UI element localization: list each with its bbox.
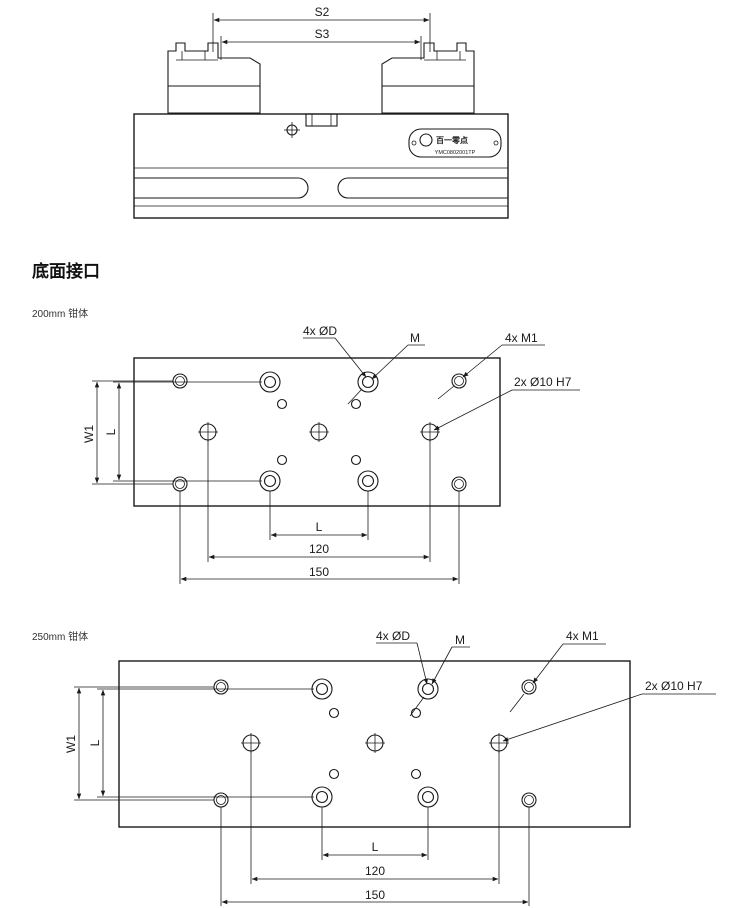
- caption-250mm: 250mm 钳体: [32, 632, 89, 643]
- pin-hole-icon: [198, 422, 218, 442]
- dimension-150-250: 150: [220, 807, 530, 906]
- callout-d-200: 4x ØD: [303, 324, 367, 378]
- callout-pin-250: 2x Ø10 H7: [502, 679, 716, 742]
- callout-m-text: M: [455, 633, 465, 647]
- dimension-s2: S2: [212, 5, 431, 52]
- m1-hole-icon: [172, 373, 188, 389]
- m1-hole-icon: [172, 476, 188, 492]
- counterbore-hole-icon: [357, 470, 379, 492]
- m1-hole-icon: [521, 679, 537, 695]
- counterbore-hole-icon: [417, 786, 439, 808]
- counterbore-hole-icon: [259, 371, 281, 393]
- dimension-l-250: L: [321, 807, 429, 860]
- callout-d-text: 4x ØD: [376, 629, 410, 643]
- s2-label: S2: [315, 5, 330, 19]
- vise-top-view: S2 S3: [133, 5, 509, 219]
- callout-pin-200: 2x Ø10 H7: [433, 375, 580, 431]
- s3-label: S3: [315, 27, 330, 41]
- drawing-200-bottom-view: W1 L L 120 150: [82, 324, 580, 584]
- callout-m1-250: 4x M1: [509, 629, 606, 713]
- body-outline-200: [133, 357, 501, 507]
- small-hole-icon: [328, 768, 340, 780]
- callout-m-200: M: [347, 331, 425, 405]
- small-hole-icon: [410, 707, 422, 719]
- m1-hole-icon: [213, 679, 229, 695]
- small-hole-icon: [328, 707, 340, 719]
- m1-hole-icon: [451, 373, 467, 389]
- guide-slots: [134, 167, 508, 207]
- counterbore-hole-icon: [259, 470, 281, 492]
- callout-pin-text: 2x Ø10 H7: [645, 679, 703, 693]
- callout-m1-text: 4x M1: [566, 629, 599, 643]
- dimension-150-200: 150: [179, 491, 460, 584]
- left-jaw: [167, 42, 261, 114]
- small-hole-icon: [410, 768, 422, 780]
- section-heading: 底面接口: [32, 262, 100, 281]
- body-outline-250: [118, 660, 631, 828]
- callout-m1-200: 4x M1: [437, 331, 545, 400]
- center-hole-icon: [365, 733, 385, 753]
- dimension-l-vertical-250: L: [88, 688, 314, 798]
- dimension-l-200: L: [269, 491, 369, 540]
- callout-d-250: 4x ØD: [376, 629, 428, 685]
- small-hole-icon: [276, 454, 288, 466]
- callout-m1-text: 4x M1: [505, 331, 538, 345]
- dimension-w1-200: W1: [82, 380, 173, 485]
- m1-hole-icon: [521, 792, 537, 808]
- dimension-s3: S3: [220, 27, 422, 60]
- dim-150-label: 150: [365, 888, 385, 902]
- counterbore-hole-icon: [357, 371, 379, 393]
- small-hole-icon: [350, 454, 362, 466]
- counterbore-hole-icon: [311, 678, 333, 700]
- m1-hole-icon: [213, 792, 229, 808]
- small-hole-icon: [276, 398, 288, 410]
- reference-hole-icon: [284, 122, 300, 138]
- brand-logo-icon: [419, 133, 433, 147]
- pin-hole-icon: [489, 733, 509, 753]
- dimension-l-vertical-200: L: [104, 381, 262, 482]
- w1-label: W1: [64, 735, 78, 753]
- right-jaw: [381, 42, 475, 114]
- l-vertical-label: L: [104, 428, 118, 435]
- dim-120-label: 120: [309, 542, 329, 556]
- counterbore-hole-icon: [311, 786, 333, 808]
- dim-150-label: 150: [309, 565, 329, 579]
- center-hole-icon: [309, 422, 329, 442]
- pin-hole-icon: [241, 733, 261, 753]
- l-label: L: [316, 520, 323, 534]
- dimension-w1-250: W1: [64, 686, 214, 801]
- m1-hole-icon: [451, 476, 467, 492]
- callout-d-text: 4x ØD: [303, 324, 337, 338]
- dim-120-label: 120: [365, 864, 385, 878]
- small-hole-icon: [350, 398, 362, 410]
- callout-m-text: M: [410, 331, 420, 345]
- caption-200mm: 200mm 钳体: [32, 309, 89, 320]
- l-vertical-label: L: [88, 739, 102, 746]
- dimension-120-250: 120: [250, 751, 500, 884]
- dimension-120-200: 120: [207, 440, 431, 562]
- drawing-250-bottom-view: W1 L L 120 150: [64, 629, 716, 906]
- nameplate-logo-text: 百一零点: [436, 135, 468, 145]
- l-label: L: [372, 840, 379, 854]
- pin-hole-icon: [420, 422, 440, 442]
- vise-body: [133, 113, 509, 219]
- callout-pin-text: 2x Ø10 H7: [514, 375, 572, 389]
- counterbore-hole-icon: [417, 678, 439, 700]
- nameplate: 百一零点 YMC0802001TP: [408, 128, 502, 158]
- w1-label: W1: [82, 425, 96, 443]
- spindle-block: [305, 113, 338, 127]
- callout-m-250: M: [409, 633, 470, 717]
- nameplate-model-text: YMC0802001TP: [435, 150, 476, 156]
